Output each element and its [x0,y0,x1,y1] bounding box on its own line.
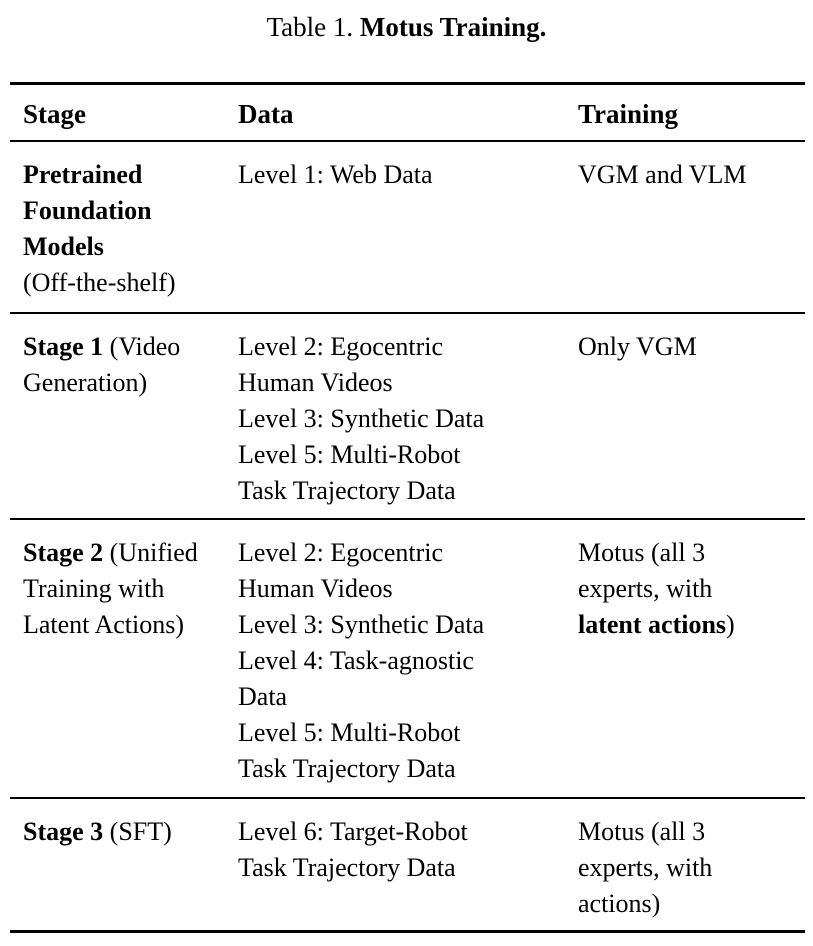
table-header-rule [10,140,805,142]
table-bottom-rule [10,930,805,933]
stage-qualifier: (SFT) [103,817,172,846]
column-header-training: Training [578,99,679,129]
data-line: Level 1: Web Data [238,160,433,189]
stage-qualifier: Generation) [23,368,148,397]
stage-qualifier: Latent Actions) [23,610,185,639]
data-line: Human Videos [238,574,393,603]
stage-qualifier: Training with [23,574,165,603]
data-line: Human Videos [238,368,393,397]
stage-line: Stage 1 (Video [23,329,238,365]
training-line: Motus (all 3 [578,538,706,567]
column-header-stage: Stage [23,99,86,129]
data-line: Task Trajectory Data [238,853,456,882]
data-line: Level 2: Egocentric [238,332,444,361]
data-line: Level 3: Synthetic Data [238,404,485,433]
training-line: VGM and VLM [578,160,747,189]
training-line: experts, with [578,853,713,882]
stage-line: Stage 3 (SFT) [23,814,238,850]
table-row-rule [10,312,805,314]
cell-stage: Stage 3 (SFT) [0,814,238,850]
stage-qualifier: (Unified [103,538,198,567]
caption-label: Table 1. [266,12,354,42]
data-line: Level 2: Egocentric [238,538,444,567]
cell-data: Level 6: Target-Robot Task Trajectory Da… [238,814,578,886]
stage-qualifier: (Video [103,332,181,361]
stage-line: Models [23,232,104,261]
stage-qualifier: (Off-the-shelf) [23,268,176,297]
cell-stage: Stage 1 (Video Generation) [0,329,238,401]
table-row-rule [10,797,805,799]
caption-title: Motus Training. [359,12,547,42]
cell-data: Level 2: Egocentric Human Videos Level 3… [238,535,578,787]
stage-name: Stage 1 [23,332,104,361]
data-line: Task Trajectory Data [238,476,456,505]
cell-data: Level 2: Egocentric Human Videos Level 3… [238,329,578,509]
data-line: Task Trajectory Data [238,754,456,783]
table-caption: Table 1. Motus Training. [0,10,813,44]
stage-name: Stage 3 [23,817,104,846]
table-row: Stage 2 (Unified Training with Latent Ac… [0,535,813,787]
table-header-row: Stage Data Training [0,98,813,130]
data-line: Level 5: Multi-Robot [238,440,461,469]
cell-stage: Stage 2 (Unified Training with Latent Ac… [0,535,238,643]
data-line: Level 3: Synthetic Data [238,610,485,639]
stage-line: Stage 2 (Unified [23,535,238,571]
cell-training: VGM and VLM [578,157,813,193]
column-header-data: Data [238,99,294,129]
cell-training: Motus (all 3 experts, with actions) [578,814,813,922]
training-line: Only VGM [578,332,697,361]
table-row: Pretrained Foundation Models (Off-the-sh… [0,157,813,301]
training-tail: ) [726,610,735,639]
cell-training: Only VGM [578,329,813,365]
data-line: Level 5: Multi-Robot [238,718,461,747]
data-line: Level 6: Target-Robot [238,817,468,846]
data-line: Level 4: Task-agnostic [238,646,474,675]
stage-name: Stage 2 [23,538,104,567]
table-top-rule [10,82,805,85]
stage-line: Pretrained [23,160,143,189]
training-line: actions) [578,889,661,918]
training-line: latent actions) [578,607,813,643]
cell-data: Level 1: Web Data [238,157,578,193]
table-row-rule [10,518,805,520]
cell-training: Motus (all 3 experts, with latent action… [578,535,813,643]
cell-stage: Pretrained Foundation Models (Off-the-sh… [0,157,238,301]
training-line: experts, with [578,574,713,603]
training-emphasis: latent actions [578,610,727,639]
training-line: Motus (all 3 [578,817,706,846]
stage-line: Foundation [23,196,152,225]
table-row: Stage 3 (SFT) Level 6: Target-Robot Task… [0,814,813,922]
table-row: Stage 1 (Video Generation) Level 2: Egoc… [0,329,813,509]
data-line: Data [238,682,288,711]
